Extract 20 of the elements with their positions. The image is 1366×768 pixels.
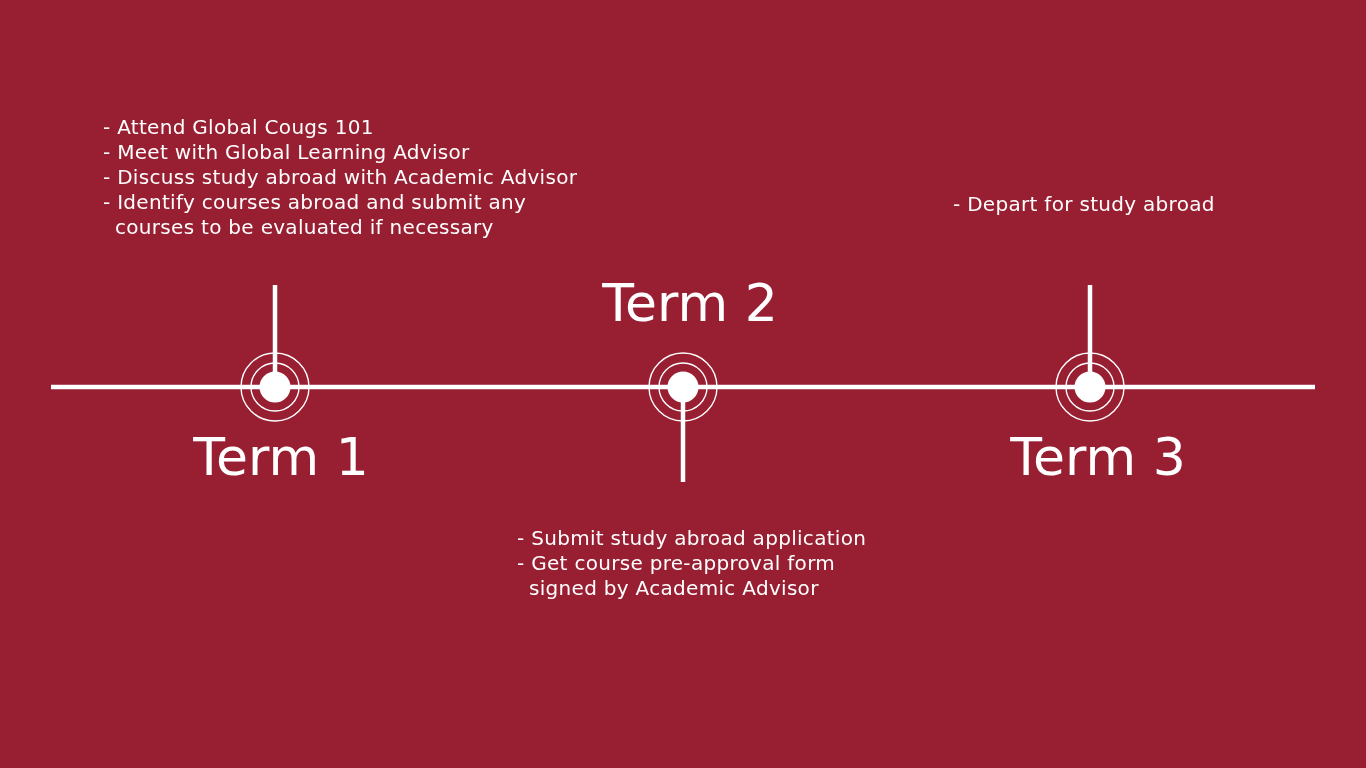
term-label: Term 1 <box>193 429 369 487</box>
term-label: Term 2 <box>602 275 778 333</box>
timeline-marker <box>648 352 718 422</box>
timeline-line <box>1125 384 1315 390</box>
task-item: - Get course pre-approval form signed by Academic Advisor <box>517 551 837 601</box>
task-item: - Submit study abroad application <box>517 526 867 551</box>
stem-line <box>272 285 278 352</box>
task-item: - Meet with Global Learning Advisor <box>103 140 470 165</box>
task-item: - Depart for study abroad <box>953 192 1215 217</box>
stem-line <box>680 422 686 482</box>
timeline-marker <box>1055 352 1125 422</box>
timeline-line <box>51 384 240 390</box>
task-item: - Discuss study abroad with Academic Advisor <box>103 165 578 190</box>
task-item: - Identify courses abroad and submit any courses to be evaluated if necessary <box>103 190 528 240</box>
task-item: - Attend Global Cougs 101 <box>103 115 374 140</box>
timeline-line <box>718 384 1055 390</box>
timeline-marker <box>240 352 310 422</box>
term-label: Term 3 <box>1010 429 1186 487</box>
stem-line <box>1087 285 1093 352</box>
timeline-line <box>310 384 648 390</box>
